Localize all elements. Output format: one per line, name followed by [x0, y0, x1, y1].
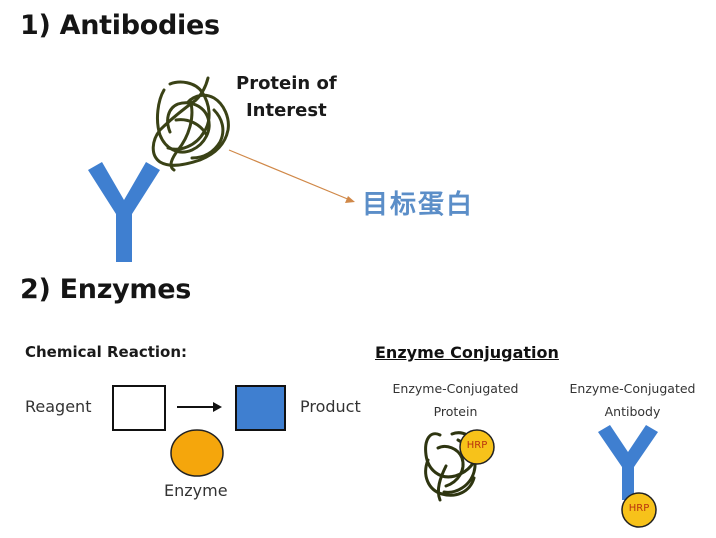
- product-label: Product: [300, 397, 361, 416]
- enzyme-icon: [170, 429, 224, 477]
- protein-of-interest-label: Protein of Interest: [236, 70, 337, 124]
- reagent-box: [112, 385, 166, 431]
- protein-label-line1: Protein of: [236, 73, 337, 94]
- annotation-arrow: [228, 149, 355, 203]
- reaction-arrow-icon: [177, 402, 222, 412]
- conjugated-antibody-icon: [598, 425, 658, 500]
- hrp-antibody-icon: [621, 492, 657, 528]
- section2-title: 2) Enzymes: [20, 274, 192, 305]
- conjugated-antibody-line2: Antibody: [604, 404, 661, 419]
- conjugated-protein-line2: Protein: [433, 404, 478, 419]
- conjugated-protein-line1: Enzyme-Conjugated: [392, 381, 519, 396]
- antibody-icon: [88, 162, 160, 262]
- chemical-reaction-heading: Chemical Reaction:: [25, 343, 188, 361]
- annotation-target-protein: 目标蛋白: [362, 190, 475, 220]
- protein-label-line2: Interest: [245, 100, 327, 121]
- conjugated-antibody-label: Enzyme-Conjugated Antibody: [560, 377, 705, 423]
- reagent-label: Reagent: [25, 397, 92, 416]
- enzyme-label: Enzyme: [164, 481, 228, 500]
- hrp-antibody-label: HRP: [628, 503, 650, 514]
- enzyme-conjugation-heading: Enzyme Conjugation: [375, 343, 559, 362]
- protein-of-interest-icon: [151, 76, 230, 172]
- product-box: [235, 385, 286, 431]
- conjugated-protein-label: Enzyme-Conjugated Protein: [383, 377, 528, 423]
- conjugated-antibody-line1: Enzyme-Conjugated: [569, 381, 696, 396]
- section1-title: 1) Antibodies: [20, 10, 220, 41]
- hrp-protein-icon: [459, 429, 495, 465]
- hrp-protein-label: HRP: [466, 440, 488, 451]
